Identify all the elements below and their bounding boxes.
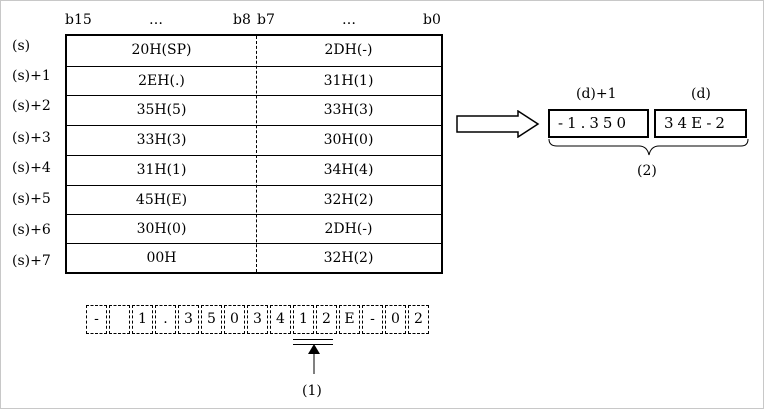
up-arrow-icon (308, 344, 320, 374)
low-byte-cell: 34H(4) (323, 162, 374, 178)
char-cell: 2 (408, 305, 429, 334)
right-arrow-icon (456, 110, 540, 138)
low-byte-cell: 31H(1) (323, 73, 374, 89)
char-cell: 3 (247, 305, 268, 334)
byte-divider-line (256, 36, 257, 272)
low-byte-cell: 33H(3) (323, 102, 374, 118)
dest-low-register: 34E-2 (654, 109, 747, 138)
high-byte-cell: 00H (146, 250, 177, 266)
bit-dots-left: … (149, 12, 163, 28)
high-byte-cell: 20H(SP) (131, 42, 192, 58)
high-byte-cell: 33H(3) (136, 132, 187, 148)
low-byte-cell: 32H(2) (323, 192, 374, 208)
register-label: (s)+1 (12, 68, 51, 84)
low-byte-cell: 2DH(-) (324, 42, 373, 58)
char-cell: 5 (201, 305, 222, 334)
dest-high-label: (d)+1 (576, 86, 617, 102)
register-row: 30H(0) 2DH(-) (67, 214, 441, 244)
register-row: 45H(E) 32H(2) (67, 185, 441, 215)
source-register-table: 20H(SP) 2DH(-) 2EH(.) 31H(1) 35H(5) 33H(… (65, 34, 443, 274)
char-cell: 4 (270, 305, 291, 334)
char-cell: 1 (132, 305, 153, 334)
register-row: 2EH(.) 31H(1) (67, 66, 441, 96)
register-row: 20H(SP) 2DH(-) (67, 36, 441, 66)
high-byte-cell: 45H(E) (135, 192, 188, 208)
bit-b7-label: b7 (257, 12, 275, 28)
char-cell: - (86, 305, 107, 334)
char-cell (109, 305, 130, 334)
register-row: 31H(1) 34H(4) (67, 155, 441, 185)
pointer-label: (1) (302, 383, 322, 399)
register-label: (s)+3 (12, 130, 51, 146)
bit-b0-label: b0 (423, 12, 441, 28)
register-label: (s)+5 (12, 191, 51, 207)
char-cell: 2 (316, 305, 337, 334)
register-label: (s)+4 (12, 160, 51, 176)
register-row: 35H(5) 33H(3) (67, 95, 441, 125)
high-byte-cell: 31H(1) (136, 162, 187, 178)
register-row: 00H 32H(2) (67, 243, 441, 273)
group-label: (2) (637, 163, 657, 179)
bit-b15-label: b15 (65, 12, 92, 28)
register-label: (s) (12, 38, 31, 54)
group-brace (548, 138, 749, 156)
char-cell: 0 (385, 305, 406, 334)
bit-dots-right: … (342, 12, 356, 28)
dest-high-register: -1.350 (548, 109, 649, 138)
char-cell: 0 (224, 305, 245, 334)
register-row: 33H(3) 30H(0) (67, 125, 441, 155)
high-byte-cell: 35H(5) (136, 102, 187, 118)
low-byte-cell: 30H(0) (323, 132, 374, 148)
low-byte-cell: 2DH(-) (324, 221, 373, 237)
char-cell: - (362, 305, 383, 334)
low-byte-cell: 32H(2) (323, 250, 374, 266)
register-label: (s)+6 (12, 222, 51, 238)
high-byte-cell: 2EH(.) (138, 73, 185, 89)
register-label: (s)+7 (12, 253, 51, 269)
high-byte-cell: 30H(0) (136, 221, 187, 237)
char-cell: E (339, 305, 360, 334)
highlight-underline (293, 339, 333, 345)
register-label: (s)+2 (12, 98, 51, 114)
bit-b8-label: b8 (233, 12, 251, 28)
char-cell: . (155, 305, 176, 334)
dest-low-label: (d) (691, 86, 711, 102)
char-cell: 1 (293, 305, 314, 334)
char-cell: 3 (178, 305, 199, 334)
